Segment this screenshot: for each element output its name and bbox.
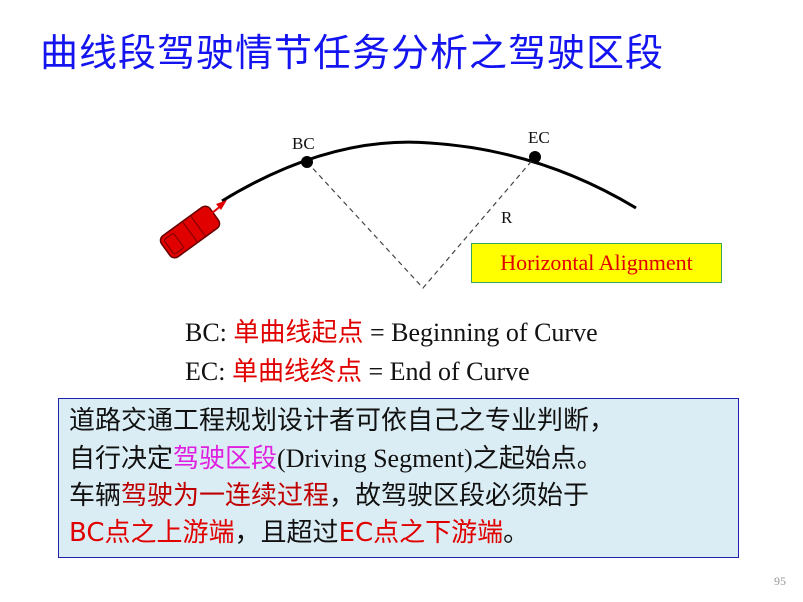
direction-arrow-icon (211, 200, 227, 214)
def-abbr: BC: (185, 318, 234, 347)
text: ，故驾驶区段必须始于 (329, 481, 590, 511)
text: ，且超过 (234, 518, 339, 548)
note-line-1: 道路交通工程规划设计者可依自己之专业判断， (69, 406, 616, 436)
note-line-2: 自行决定驾驶区段(Driving Segment)之起始点。 (69, 440, 738, 478)
bc-label: BC (292, 134, 315, 153)
definition-bc: BC: 单曲线起点 = Beginning of Curve (185, 312, 598, 349)
def-en: = End of Curve (361, 357, 530, 386)
horizontal-alignment-box: Horizontal Alignment (471, 243, 722, 283)
def-cn: 单曲线终点 (231, 357, 362, 386)
ec-label: EC (528, 128, 550, 147)
car-icon (159, 205, 221, 259)
text: (Driving Segment) (277, 444, 473, 473)
note-box: 道路交通工程规划设计者可依自己之专业判断， 自行决定驾驶区段(Driving S… (58, 398, 739, 558)
def-en: = Beginning of Curve (363, 318, 598, 347)
text: 。 (503, 518, 530, 548)
slide-title: 曲线段驾驶情节任务分析之驾驶区段 (40, 31, 665, 75)
note-line-4: BC点之上游端，且超过EC点之下游端。 (69, 515, 738, 552)
highlight: EC点之下游端 (338, 518, 504, 548)
highlight: 驾驶区段 (173, 444, 278, 474)
definition-ec: EC: 单曲线终点 = End of Curve (185, 351, 530, 388)
radius-lines (306, 156, 536, 289)
bc-point (301, 156, 313, 168)
radius-label: R (501, 208, 513, 227)
highlight: 驾驶为一连续过程 (121, 481, 330, 511)
def-cn: 单曲线起点 (233, 318, 364, 347)
def-abbr: EC: (185, 357, 232, 386)
text: 之起始点。 (472, 444, 603, 474)
page-number: 95 (774, 574, 786, 588)
text: 自行决定 (69, 444, 174, 474)
ec-point (529, 151, 541, 163)
note-line-3: 车辆驾驶为一连续过程，故驾驶区段必须始于 (69, 478, 738, 515)
text: 车辆 (69, 481, 122, 511)
curve-arc (221, 140, 637, 210)
highlight: BC点之上游端 (69, 518, 235, 548)
